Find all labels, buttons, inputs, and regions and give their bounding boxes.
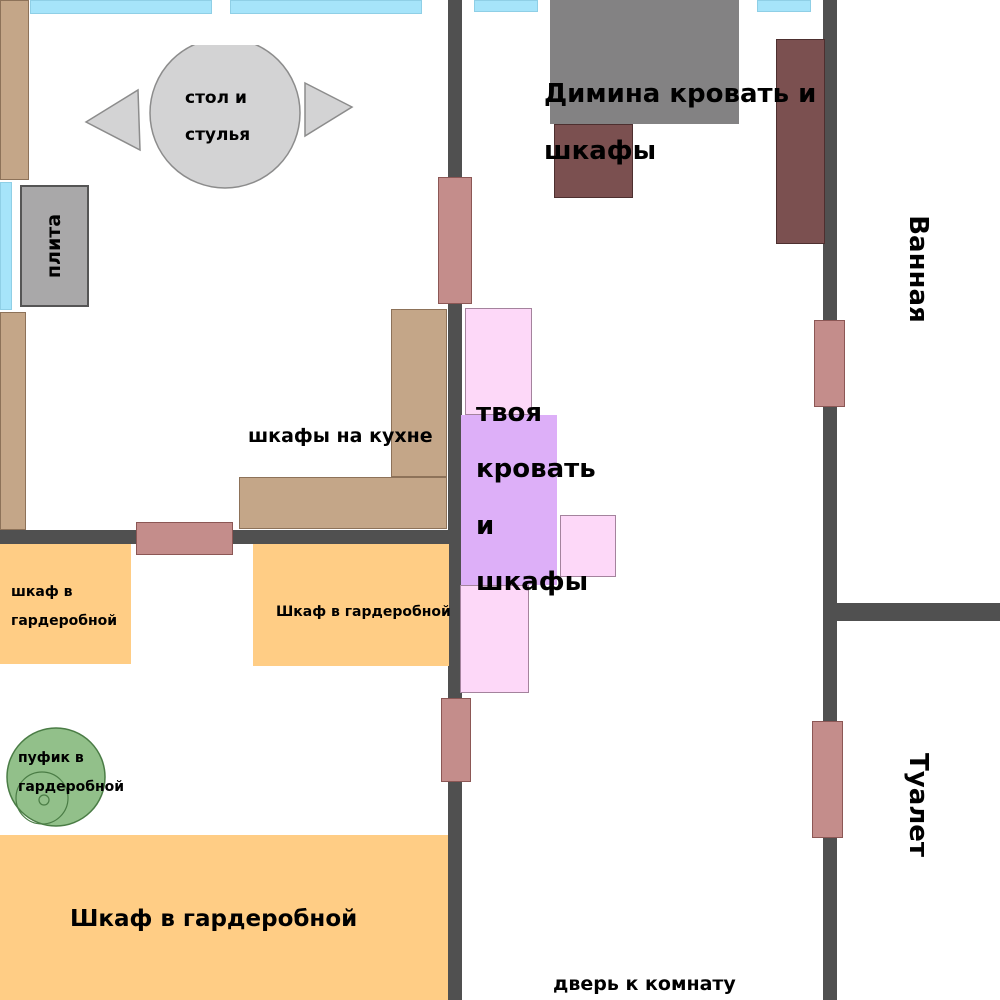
kitchen-cabinet-right	[391, 309, 447, 477]
door-center-top	[438, 177, 472, 304]
door-toilet	[812, 721, 843, 838]
stove-label: плита	[43, 213, 65, 279]
wardrobe-bottom	[0, 835, 448, 1000]
wardrobe-left-label-line2: гардеробной	[11, 613, 118, 629]
window-top-1	[30, 0, 212, 14]
pouf-icon	[6, 727, 106, 827]
your-bed-label-line1: твоя	[476, 398, 543, 428]
window-top-2	[230, 0, 422, 14]
toilet-label: Туалет	[903, 753, 933, 857]
wardrobe-middle-label: Шкаф в гардеробной	[276, 604, 451, 620]
wardrobe-middle	[253, 544, 449, 666]
table-label-line1: стол и	[185, 88, 247, 108]
your-bed	[461, 415, 557, 585]
dima-cabinet-small	[554, 124, 633, 198]
dima-bed-label-line1: Димина кровать и	[544, 79, 817, 109]
your-cabinet-bottom	[460, 585, 529, 693]
your-cabinet-top	[465, 308, 532, 415]
kitchen-cabinet-bottom	[239, 477, 447, 529]
table-chairs-icon	[84, 45, 354, 189]
kitchen-cabinet-left-bottom	[0, 312, 26, 530]
dima-bed	[550, 0, 739, 124]
dima-bed-label-line2: шкафы	[544, 136, 657, 166]
window-top-4	[757, 0, 811, 12]
kitchen-cabinet-left-top	[0, 0, 29, 180]
pouf-label-line2: гардеробной	[18, 779, 125, 795]
pouf-label-line1: пуфик в	[18, 750, 84, 766]
stove	[20, 185, 89, 307]
room-door-label: дверь к комнату	[553, 973, 736, 995]
table-label-line2: стулья	[185, 125, 251, 145]
your-bed-label-line4: шкафы	[476, 567, 589, 597]
bathroom-label: Ванная	[903, 215, 933, 323]
wardrobe-left-label-line1: шкаф в	[11, 584, 73, 600]
wardrobe-bottom-label: Шкаф в гардеробной	[70, 906, 358, 932]
dima-cabinet-tall	[776, 39, 825, 244]
door-kitchen-wardrobe	[136, 522, 233, 555]
door-bathroom	[814, 320, 845, 407]
window-left	[0, 182, 12, 310]
wardrobe-left	[0, 544, 131, 664]
window-top-3	[474, 0, 538, 12]
your-bed-label-line3: и	[476, 511, 495, 541]
door-center-bottom	[441, 698, 471, 782]
wall-right-vertical	[823, 0, 837, 1000]
your-cabinet-right	[560, 515, 616, 577]
your-bed-label-line2: кровать	[476, 454, 596, 484]
wall-center-vertical	[448, 0, 462, 1000]
wall-bath-toilet-horizontal	[830, 603, 1000, 621]
kitchen-cabinets-label: шкафы на кухне	[248, 425, 433, 447]
